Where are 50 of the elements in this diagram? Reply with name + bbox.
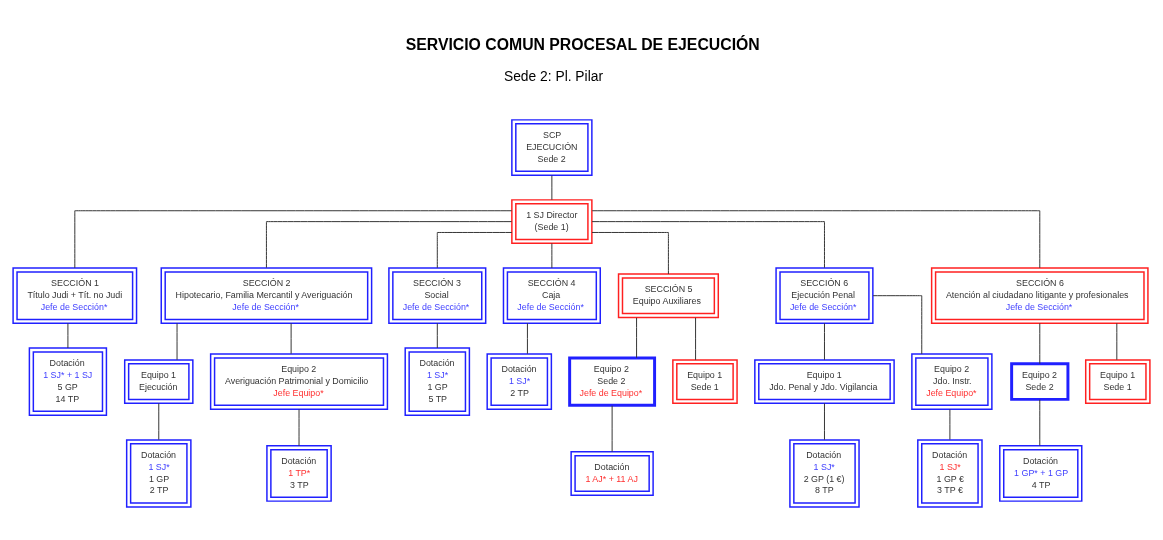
- connector: [872, 294, 923, 354]
- node-box: SECCIÓN 6 Atención al ciudadano litigante y profesionales Jefe de Sección*: [930, 266, 1149, 324]
- node-box: Equipo 1 Ejecución: [123, 358, 194, 404]
- connector: [949, 408, 951, 440]
- connector: [823, 322, 825, 360]
- connector: [695, 316, 697, 360]
- connector: [1039, 322, 1041, 364]
- node-box: SECCIÓN 3 Social Jefe de Sección*: [388, 266, 487, 324]
- node-box: SECCIÓN 5 Equipo Auxiliares: [617, 272, 720, 318]
- node-box: Dotación 1 SJ* + 1 SJ 5 GP 14 TP: [28, 346, 108, 416]
- node-box: Equipo 1 Sede 1: [672, 358, 738, 404]
- connector: [265, 220, 513, 268]
- node-box: Dotación 1 SJ* 2 TP: [486, 352, 553, 410]
- connector: [591, 231, 669, 274]
- node-box: Equipo 2 Sede 2: [1010, 361, 1070, 401]
- connector: [74, 209, 513, 268]
- node-box: Dotación 1 GP* + 1 GP 4 TP: [999, 444, 1083, 502]
- connector: [436, 322, 438, 348]
- connector: [823, 402, 825, 440]
- connector: [591, 220, 825, 268]
- connector: [158, 402, 160, 440]
- node-box: Dotación 1 SJ* 2 GP (1 €) 8 TP: [789, 438, 860, 508]
- connector: [1116, 322, 1118, 360]
- node-box: Dotación 1 SJ* 1 GP € 3 TP €: [917, 438, 983, 508]
- connector: [67, 322, 69, 348]
- connector: [636, 316, 638, 358]
- node-box: Equipo 1 Jdo. Penal y Jdo. Vigilancia: [754, 358, 895, 404]
- connector: [551, 242, 553, 268]
- node-box: Equipo 2 Averiguación Patrimonial y Domicilio Jefe Equipo*: [209, 352, 389, 410]
- node-box: SECCIÓN 6 Ejecución Penal Jefe de Sección*: [775, 266, 874, 324]
- connector: [1039, 398, 1041, 446]
- node-box: SECCIÓN 2 Hipotecario, Familia Mercantil y Averiguación Jefe de Sección*: [160, 266, 373, 324]
- node-box: Equipo 2 Sede 2 Jefe de Equipo*: [568, 355, 657, 407]
- node-box: SECCIÓN 1 Título Judi + Tít. no Judi Jefe de Sección*: [12, 266, 138, 324]
- node-box: Dotación 1 TP* 3 TP: [266, 444, 332, 502]
- connector: [290, 322, 292, 354]
- node-box: Dotación 1 AJ* + 11 AJ: [570, 450, 654, 496]
- connector: [436, 231, 513, 268]
- connector: [551, 174, 553, 200]
- node-box: Equipo 2 Jdo. Instr. Jefe Equipo*: [911, 352, 993, 410]
- connector: [611, 404, 613, 452]
- node-box: 1 SJ Director (Sede 1): [511, 198, 593, 244]
- node-box: Dotación 1 SJ* 1 GP 2 TP: [125, 438, 192, 508]
- node-box: Equipo 1 Sede 1: [1084, 358, 1151, 404]
- diagram-title: SERVICIO COMUN PROCESAL DE EJECUCIÓN: [405, 35, 760, 53]
- label: Sede 2: Pl. Pilar: [503, 67, 604, 84]
- node-box: Dotación 1 SJ* 1 GP 5 TP: [404, 346, 471, 416]
- connector: [591, 209, 1041, 268]
- node-box: SCP EJECUCIÓN Sede 2: [511, 118, 593, 176]
- connector: [526, 322, 528, 354]
